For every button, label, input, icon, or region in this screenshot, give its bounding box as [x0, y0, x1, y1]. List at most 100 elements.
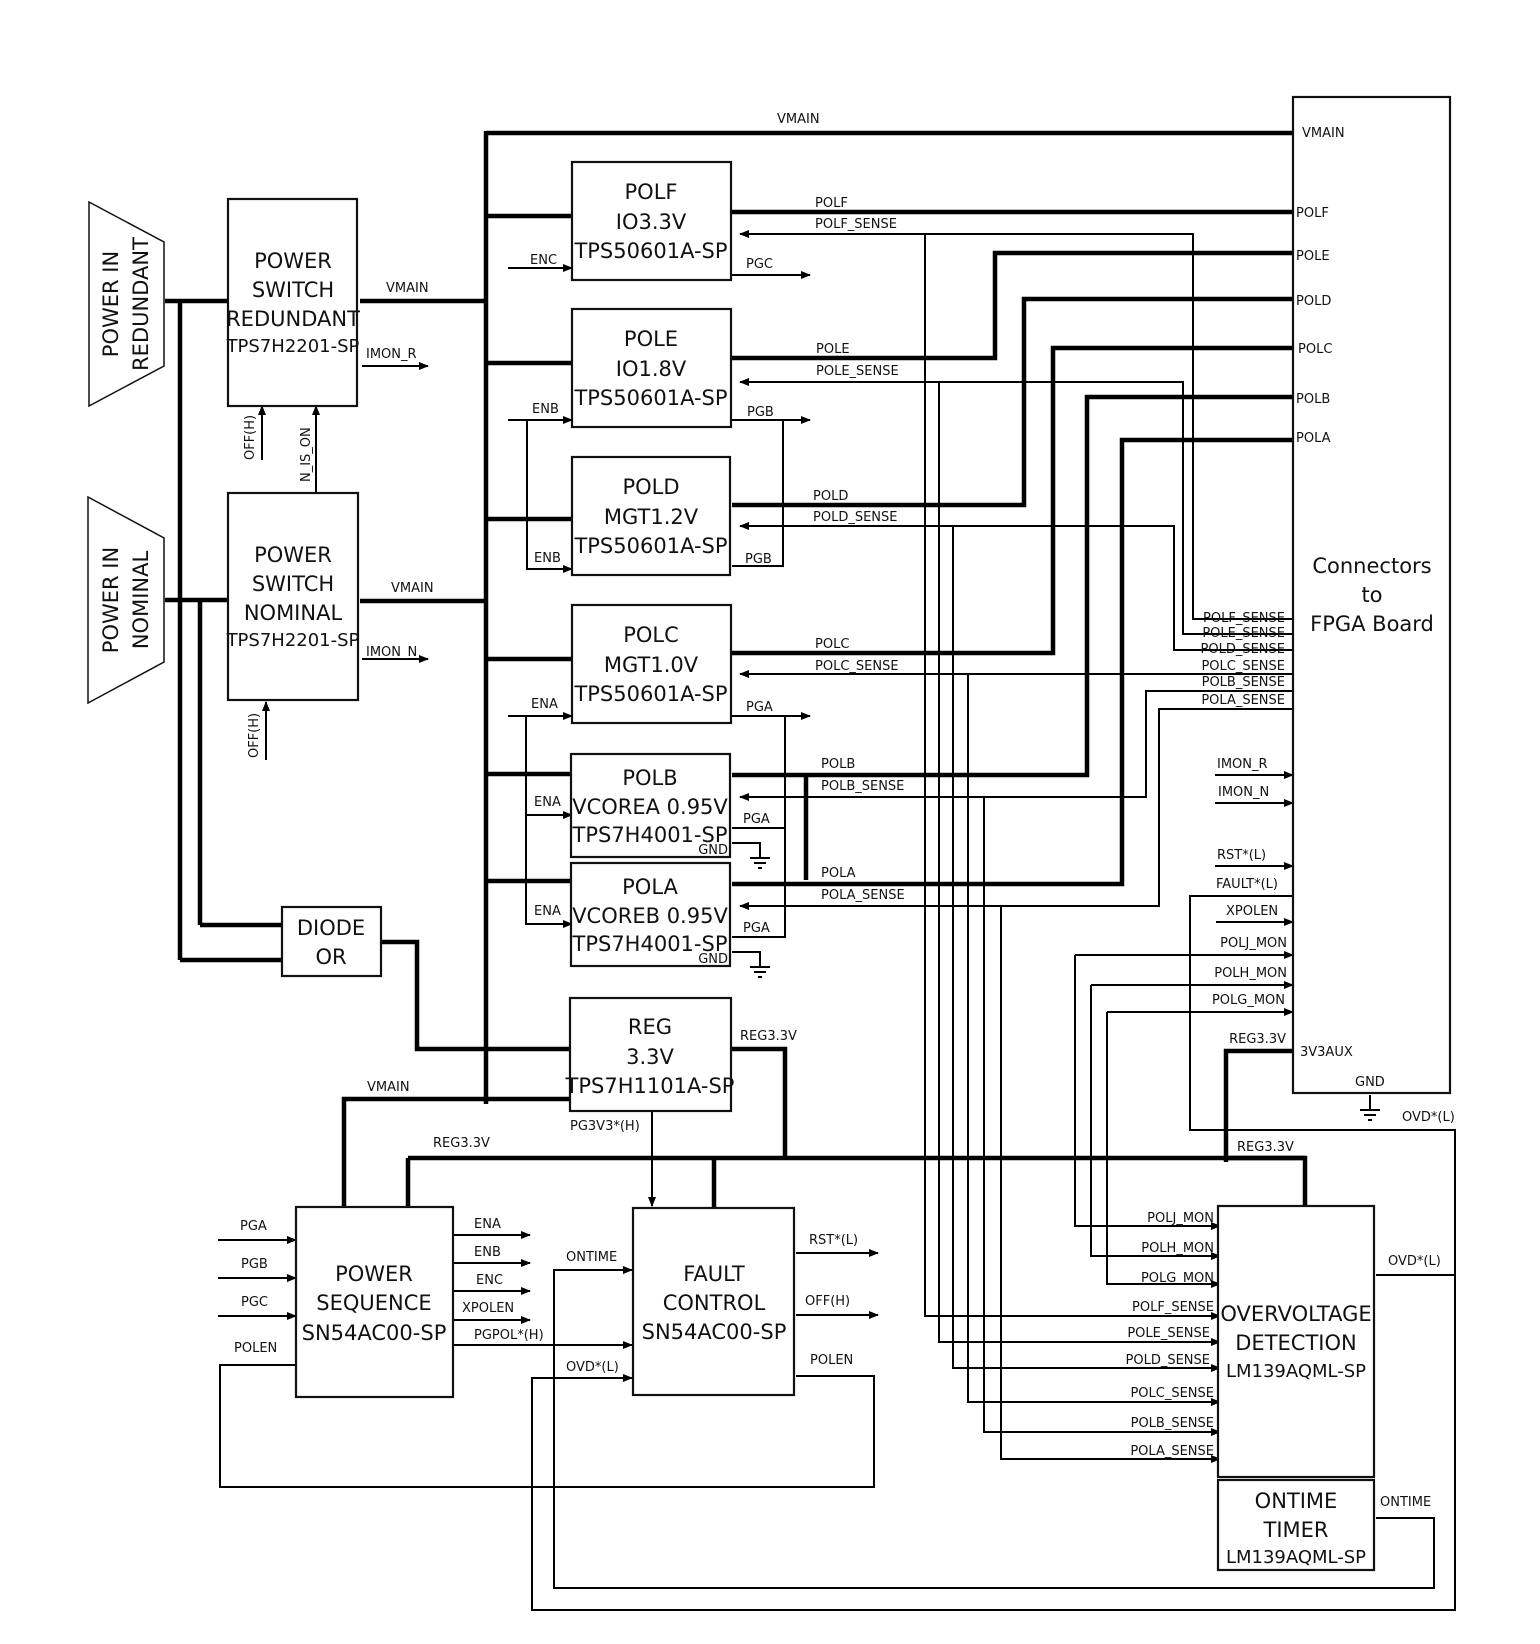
svg-text:DETECTION: DETECTION [1235, 1331, 1356, 1355]
svg-text:SN54AC00-SP: SN54AC00-SP [302, 1321, 447, 1345]
pol-a-block: POLA VCOREB 0.95V TPS7H4001-SP GND [569, 861, 732, 968]
svg-text:PG3V3*(H): PG3V3*(H) [570, 1119, 640, 1134]
svg-text:POWER IN: POWER IN [99, 547, 123, 653]
signal-wires [218, 230, 1456, 1611]
svg-text:ENA: ENA [474, 1217, 501, 1232]
svg-text:POLA_SENSE: POLA_SENSE [1201, 693, 1285, 708]
svg-text:POLE_SENSE: POLE_SENSE [1202, 626, 1285, 641]
svg-text:POLD_SENSE: POLD_SENSE [1201, 642, 1285, 657]
svg-text:REG3.3V: REG3.3V [1237, 1140, 1294, 1155]
svg-text:PGA: PGA [746, 700, 773, 715]
svg-text:POLB: POLB [821, 757, 855, 772]
svg-text:PGC: PGC [746, 257, 773, 272]
svg-text:N_IS_ON: N_IS_ON [299, 427, 314, 482]
svg-text:POLF: POLF [815, 196, 848, 211]
svg-text:IO1.8V: IO1.8V [616, 357, 687, 381]
svg-text:PGA: PGA [743, 921, 770, 936]
pol-d-block: POLD MGT1.2V TPS50601A-SP [570, 455, 732, 577]
svg-text:POLF_SENSE: POLF_SENSE [1132, 1300, 1214, 1315]
svg-text:TPS50601A-SP: TPS50601A-SP [573, 534, 727, 558]
svg-text:FAULT*(L): FAULT*(L) [1216, 877, 1278, 892]
reg-3v3-block: REG 3.3V TPS7H1101A-SP [565, 996, 735, 1113]
pol-f-block: POLF IO3.3V TPS50601A-SP [570, 160, 733, 282]
svg-text:XPOLEN: XPOLEN [1226, 904, 1278, 919]
svg-text:POLB_SENSE: POLB_SENSE [1202, 675, 1285, 690]
svg-text:POLA_SENSE: POLA_SENSE [821, 888, 905, 903]
svg-text:IMON_N: IMON_N [1218, 785, 1269, 800]
svg-text:OVD*(L): OVD*(L) [566, 1360, 619, 1375]
svg-text:TPS50601A-SP: TPS50601A-SP [573, 682, 727, 706]
ontime-timer-block: ONTIME TIMER LM139AQML-SP [1216, 1478, 1376, 1572]
svg-text:3V3AUX: 3V3AUX [1300, 1045, 1353, 1060]
svg-text:3.3V: 3.3V [626, 1045, 674, 1069]
svg-text:XPOLEN: XPOLEN [462, 1301, 514, 1316]
svg-text:TPS50601A-SP: TPS50601A-SP [573, 386, 727, 410]
svg-text:OVERVOLTAGE: OVERVOLTAGE [1220, 1302, 1371, 1326]
svg-text:REG3.3V: REG3.3V [433, 1136, 490, 1151]
svg-text:REDUNDANT: REDUNDANT [129, 237, 153, 371]
power-sequence-block: POWER SEQUENCE SN54AC00-SP [294, 1205, 455, 1399]
connectors-to-fpga-board: Connectors to FPGA Board [1291, 95, 1452, 1095]
svg-text:ENC: ENC [530, 253, 557, 268]
svg-text:POLC: POLC [815, 637, 849, 652]
svg-text:POLA: POLA [1296, 431, 1331, 446]
svg-text:POWER: POWER [254, 249, 332, 273]
svg-text:PGB: PGB [745, 552, 772, 567]
svg-text:ONTIME: ONTIME [566, 1250, 617, 1265]
svg-text:POLA: POLA [821, 866, 856, 881]
svg-text:FAULT: FAULT [683, 1262, 745, 1286]
svg-text:VMAIN: VMAIN [391, 581, 434, 596]
svg-text:LM139AQML-SP: LM139AQML-SP [1226, 1361, 1366, 1382]
svg-text:OFF(H): OFF(H) [243, 415, 258, 460]
svg-text:VMAIN: VMAIN [777, 112, 820, 127]
svg-text:SEQUENCE: SEQUENCE [316, 1291, 431, 1315]
svg-text:OFF(H): OFF(H) [247, 713, 262, 758]
power-in-nominal: POWER IN NOMINAL [87, 495, 165, 705]
power-in-redundant: POWER IN REDUNDANT [88, 200, 165, 408]
svg-text:POLB: POLB [622, 766, 677, 790]
svg-text:POLE: POLE [816, 342, 850, 357]
svg-text:POLH_MON: POLH_MON [1141, 1241, 1214, 1256]
svg-text:ENB: ENB [534, 551, 561, 566]
svg-text:VMAIN: VMAIN [386, 281, 429, 296]
svg-text:POLH_MON: POLH_MON [1214, 966, 1287, 981]
svg-text:TPS7H2201-SP: TPS7H2201-SP [226, 336, 360, 357]
svg-text:MGT1.0V: MGT1.0V [604, 653, 699, 677]
ground-icon [1360, 1109, 1380, 1121]
svg-text:POLEN: POLEN [234, 1341, 277, 1356]
svg-text:TPS7H1101A-SP: TPS7H1101A-SP [565, 1074, 735, 1098]
svg-text:REDUNDANT: REDUNDANT [226, 307, 360, 331]
svg-text:RST*(L): RST*(L) [1217, 848, 1266, 863]
fault-control-block: FAULT CONTROL SN54AC00-SP [631, 1206, 796, 1397]
svg-text:SWITCH: SWITCH [252, 278, 334, 302]
svg-text:POLE_SENSE: POLE_SENSE [816, 364, 899, 379]
svg-text:IO3.3V: IO3.3V [616, 210, 687, 234]
svg-text:FPGA Board: FPGA Board [1310, 612, 1434, 636]
svg-text:Connectors: Connectors [1312, 554, 1431, 578]
svg-text:POLJ_MON: POLJ_MON [1220, 936, 1287, 951]
svg-text:POLG_MON: POLG_MON [1212, 993, 1285, 1008]
svg-text:POWER: POWER [335, 1262, 413, 1286]
svg-text:POLD_SENSE: POLD_SENSE [813, 510, 897, 525]
svg-text:POLD: POLD [813, 489, 848, 504]
ground-icon [750, 966, 770, 978]
svg-text:GND: GND [698, 952, 728, 967]
svg-text:POLD: POLD [1296, 294, 1331, 309]
svg-text:IMON_N: IMON_N [366, 645, 417, 660]
svg-text:POWER IN: POWER IN [99, 251, 123, 357]
svg-text:POLA: POLA [622, 875, 678, 899]
svg-text:POLD_SENSE: POLD_SENSE [1126, 1353, 1210, 1368]
svg-text:TPS50601A-SP: TPS50601A-SP [573, 239, 727, 263]
svg-text:PGA: PGA [743, 812, 770, 827]
overvoltage-detection-block: OVERVOLTAGE DETECTION LM139AQML-SP [1216, 1204, 1376, 1479]
svg-text:RST*(L): RST*(L) [809, 1233, 858, 1248]
svg-text:OR: OR [315, 945, 346, 969]
svg-text:GND: GND [1355, 1075, 1385, 1090]
svg-text:POLA_SENSE: POLA_SENSE [1130, 1444, 1214, 1459]
svg-text:POLE: POLE [1296, 249, 1330, 264]
svg-text:POLD: POLD [622, 475, 679, 499]
svg-text:POLF: POLF [1296, 206, 1329, 221]
svg-text:ENB: ENB [532, 402, 559, 417]
svg-text:OFF(H): OFF(H) [805, 1294, 850, 1309]
